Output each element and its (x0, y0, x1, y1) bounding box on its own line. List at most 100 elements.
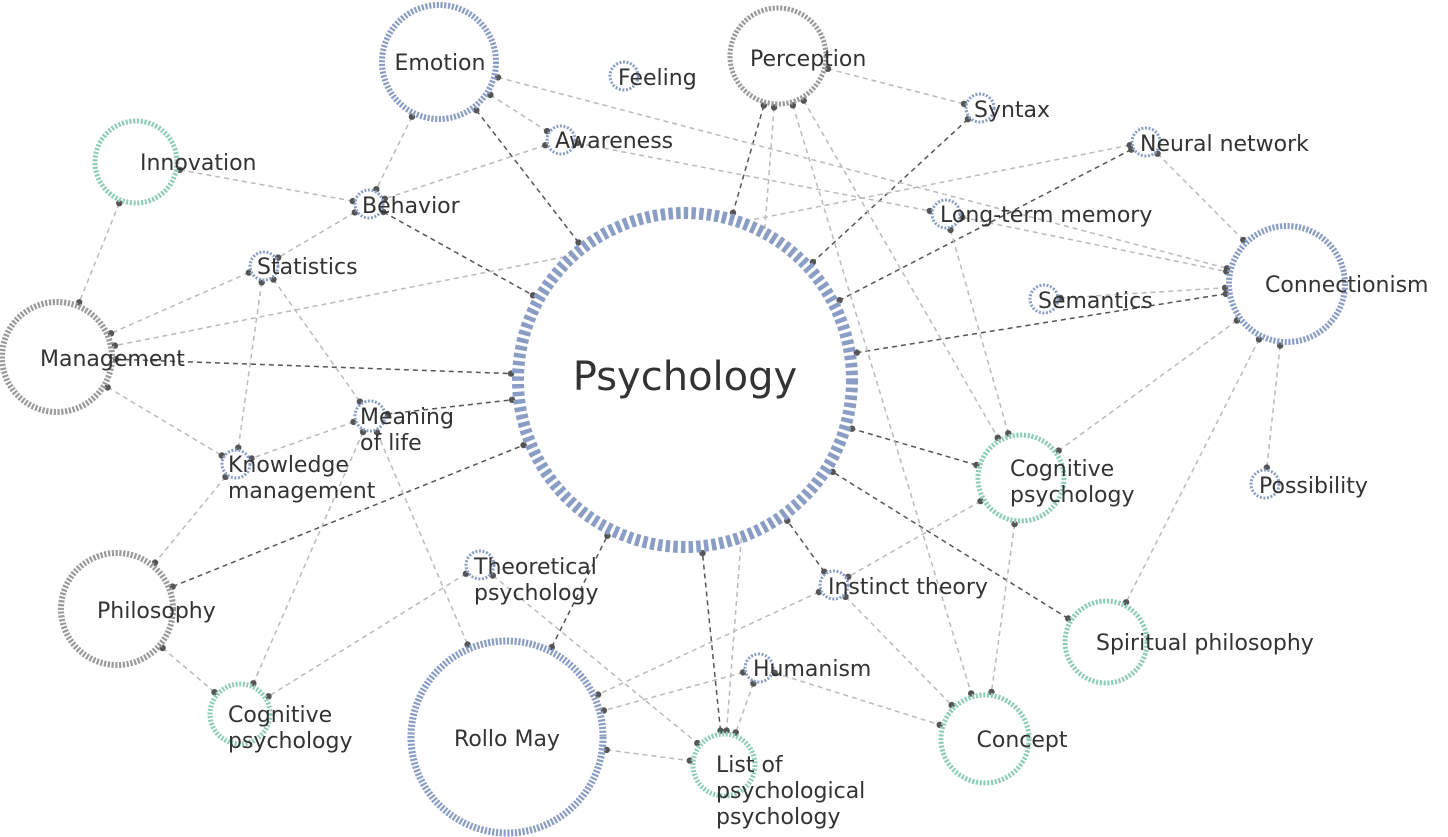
node-ring (464, 549, 496, 581)
node-emotion[interactable]: Emotion (379, 2, 499, 122)
node-philosophy[interactable]: Philosophy (58, 550, 216, 668)
node-label: Humanism (753, 657, 871, 682)
node-spiritual-philosophy[interactable]: Spiritual philosophy (1062, 598, 1314, 686)
node-instinct-theory[interactable]: Instinct theory (818, 569, 988, 601)
edge-rollo_may-list_psych (603, 746, 693, 764)
node-label: Behavior (362, 194, 461, 219)
edge-behavior-psychology (380, 208, 537, 299)
node-ring (930, 198, 962, 230)
edge-line (383, 211, 534, 296)
node-label: Concept (977, 728, 1068, 753)
edge-line (577, 142, 930, 212)
node-psychology[interactable]: Psychology (512, 207, 858, 553)
node-ring (379, 2, 499, 122)
node-ring (1130, 126, 1162, 158)
node-semantics[interactable]: Semantics (1028, 283, 1153, 315)
node-ring (92, 118, 180, 206)
node-label: Instinct theory (828, 575, 988, 600)
node-perception[interactable]: Perception (727, 5, 866, 107)
edge-awareness-behavior (381, 142, 549, 202)
edge-endpoint-dot (270, 276, 277, 283)
edge-theoretical_psychology-list_psych (489, 572, 701, 747)
node-awareness[interactable]: Awareness (545, 124, 673, 156)
node-innovation[interactable]: Innovation (92, 118, 256, 206)
edge-endpoint-dot (960, 100, 968, 108)
edge-line (252, 431, 364, 684)
node-statistics[interactable]: Statistics (248, 250, 358, 282)
edge-endpoint-dot (116, 200, 123, 207)
edge-endpoint-dot (464, 641, 471, 648)
edge-line (845, 596, 953, 706)
node-ring (0, 299, 115, 415)
node-connectionism[interactable]: Connectionism (1226, 223, 1429, 345)
edge-connectionism-cognitive_psychology_r (1055, 317, 1241, 454)
node-neural-network[interactable]: Neural network (1130, 126, 1309, 158)
node-behavior[interactable]: Behavior (353, 188, 461, 220)
edge-line (851, 427, 977, 466)
node-feeling[interactable]: Feeling (608, 60, 697, 92)
node-concept[interactable]: Concept (938, 692, 1068, 786)
edge-connectionism-possibility (1263, 342, 1284, 471)
edge-line (606, 749, 690, 762)
node-ring (964, 92, 996, 124)
node-label: Innovation (140, 151, 256, 176)
edge-emotion-awareness (487, 91, 551, 135)
edge-line (990, 523, 1016, 693)
node-label: Neural network (1140, 132, 1309, 157)
edge-endpoint-dot (1222, 290, 1230, 297)
node-management[interactable]: Management (0, 299, 185, 415)
edge-line (792, 105, 972, 694)
node-rollo-may[interactable]: Rollo May (407, 637, 607, 837)
edge-endpoint-dot (604, 532, 611, 539)
edge-line (1266, 345, 1281, 468)
node-ring (512, 207, 858, 553)
edge-cognitive_psychology_r-psychology (848, 425, 980, 469)
edge-humanism-list_psych (732, 680, 757, 736)
node-label: Philosophy (97, 599, 216, 624)
edge-endpoint-dot (373, 186, 380, 193)
node-label: Management (40, 347, 185, 372)
node-label: Connectionism (1265, 273, 1429, 298)
edge-endpoint-dot (815, 588, 823, 596)
node-possibility[interactable]: Possibility (1249, 468, 1368, 500)
node-ring (727, 5, 829, 107)
edge-line (847, 500, 981, 578)
node-humanism[interactable]: Humanism (743, 652, 871, 684)
node-long-term-memory[interactable]: Long-term memory (930, 198, 1152, 230)
node-ring (743, 652, 775, 684)
edge-endpoint-dot (520, 441, 527, 449)
edge-line (78, 202, 120, 303)
edge-statistics-management (107, 269, 253, 337)
node-ring (220, 448, 252, 480)
node-syntax[interactable]: Syntax (964, 92, 1050, 124)
node-ring (1062, 598, 1150, 686)
edge-endpoint-dot (594, 691, 602, 698)
node-label: Spiritual philosophy (1096, 631, 1314, 656)
edge-endpoint-dot (1255, 336, 1263, 343)
edge-endpoint-dot (603, 746, 610, 754)
node-ring (407, 637, 607, 837)
edge-endpoint-dot (836, 297, 843, 304)
node-label: Perception (750, 47, 866, 72)
edge-endpoint-dot (1055, 447, 1062, 454)
edge-line (387, 399, 513, 415)
edge-endpoint-dot (1240, 236, 1247, 244)
edge-endpoint-dot (265, 693, 272, 700)
edge-endpoint-dot (575, 239, 582, 246)
edge-emotion-psychology (473, 107, 582, 246)
edge-meaning_of_life-cognitive_psychology_l (250, 428, 367, 687)
node-ring (353, 399, 387, 433)
edge-endpoint-dot (222, 473, 229, 480)
edge-line (376, 431, 469, 645)
edge-line (489, 94, 548, 132)
edge-line (551, 535, 609, 648)
